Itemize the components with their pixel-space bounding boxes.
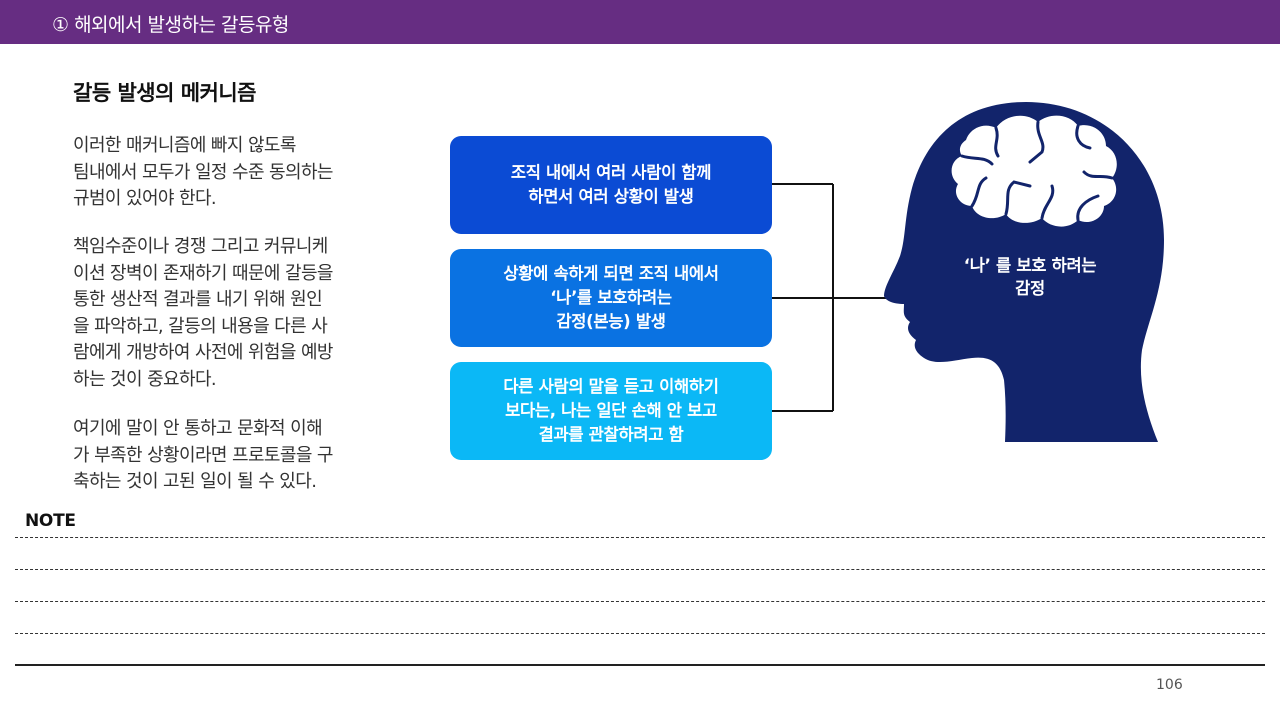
paragraph-line: 팀내에서 모두가 일정 수준 동의하는 (73, 161, 333, 183)
paragraph-line: 이러한 매커니즘에 빠지 않도록 (73, 135, 296, 156)
paragraph-line: 이션 장벽이 존재하기 때문에 갈등을 (73, 262, 333, 284)
paragraph-1: 이러한 매커니즘에 빠지 않도록 팀내에서 모두가 일정 수준 동의하는 규범이… (73, 133, 403, 213)
head-label-line: ‘나’ 를 보호 하려는 (963, 256, 1097, 275)
head-silhouette-icon (884, 102, 1164, 442)
paragraph-line: 통한 생산적 결과를 내기 위해 원인 (73, 289, 323, 310)
head-label-line: 감정 (1015, 279, 1045, 298)
flow-box-situation: 조직 내에서 여러 사람이 함께 하면서 여러 상황이 발생 (450, 136, 772, 234)
note-line (15, 569, 1265, 570)
note-line (15, 633, 1265, 634)
paragraph-line: 람에게 개방하여 사전에 위험을 예방 (73, 342, 333, 363)
flow-box-line: 상황에 속하게 되면 조직 내에서 (503, 264, 719, 283)
paragraph-line: 하는 것이 중요하다. (73, 368, 217, 390)
header-title: ① 해외에서 발생하는 갈등유형 (52, 14, 289, 36)
paragraph-line: 여기에 말이 안 통하고 문화적 이해 (73, 418, 323, 439)
flow-box-line: 결과를 관찰하려고 함 (538, 425, 684, 444)
head-label: ‘나’ 를 보호 하려는 감정 (942, 254, 1118, 300)
paragraph-3: 여기에 말이 안 통하고 문화적 이해 가 부족한 상황이라면 프로토콜을 구 … (73, 416, 403, 496)
paragraph-line: 축하는 것이 고된 일이 될 수 있다. (73, 471, 317, 492)
brain-icon (951, 115, 1117, 227)
paragraph-line: 을 파악하고, 갈등의 내용을 다른 사 (73, 315, 328, 337)
flow-box-line: 하면서 여러 상황이 발생 (528, 187, 694, 206)
paragraph-line: 가 부족한 상황이라면 프로토콜을 구 (73, 444, 333, 466)
paragraph-line: 규범이 있어야 한다. (73, 188, 217, 209)
note-title: NOTE (25, 511, 76, 531)
flow-box-behavior: 다른 사람의 말을 듣고 이해하기 보다는, 나는 일단 손해 안 보고 결과를… (450, 362, 772, 460)
flow-box-line: 보다는, 나는 일단 손해 안 보고 (505, 401, 717, 420)
note-line-bottom (15, 664, 1265, 666)
flow-box-line: ‘나’를 보호하려는 (550, 288, 672, 307)
paragraph-line: 책임수준이나 경쟁 그리고 커뮤니케 (73, 236, 328, 257)
header-bar: ① 해외에서 발생하는 갈등유형 (0, 0, 1280, 44)
flow-box-line: 감정(본능) 발생 (556, 312, 666, 331)
flow-box-line: 다른 사람의 말을 듣고 이해하기 (503, 377, 719, 396)
section-title: 갈등 발생의 메커니즘 (73, 81, 257, 105)
note-line (15, 601, 1265, 602)
flow-box-line: 조직 내에서 여러 사람이 함께 (510, 163, 712, 182)
flow-box-emotion: 상황에 속하게 되면 조직 내에서 ‘나’를 보호하려는 감정(본능) 발생 (450, 249, 772, 347)
note-line (15, 537, 1265, 538)
page-number: 106 (1156, 677, 1183, 693)
paragraph-2: 책임수준이나 경쟁 그리고 커뮤니케 이션 장벽이 존재하기 때문에 갈등을 통… (73, 234, 403, 393)
